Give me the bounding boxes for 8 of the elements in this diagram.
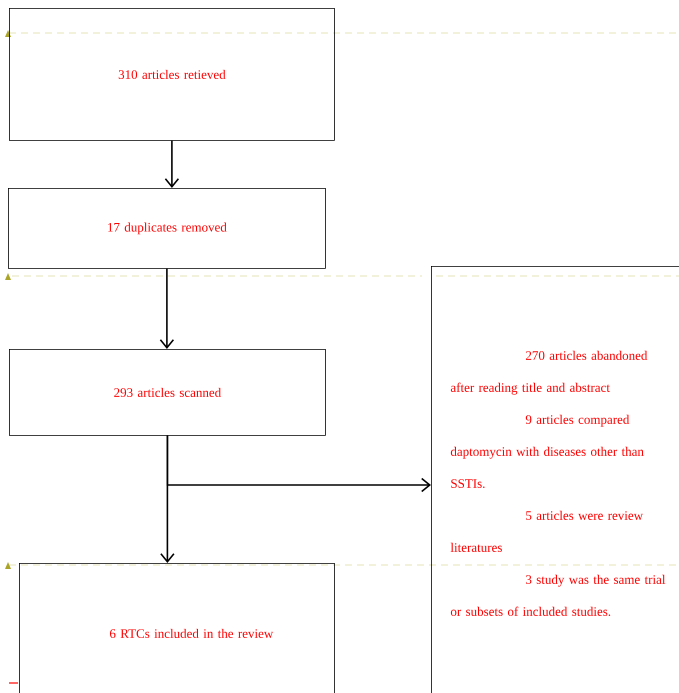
process-box: 6 RTCs included in the review [19, 563, 335, 693]
process-box: 17 duplicates removed [8, 188, 326, 269]
note-box: 270 articles abandoned after reading title and abstract 9 articles compared daptomycin with diseases other than SSTIs. 5 articles were review literatures 3 study was the same trial or subsets of included studies. [431, 266, 679, 693]
process-box: 310 articles retieved [9, 8, 335, 141]
arrow [160, 268, 174, 349]
arrow [164, 140, 180, 188]
process-box: 293 articles scanned [9, 349, 326, 436]
arrow [166, 436, 431, 492]
